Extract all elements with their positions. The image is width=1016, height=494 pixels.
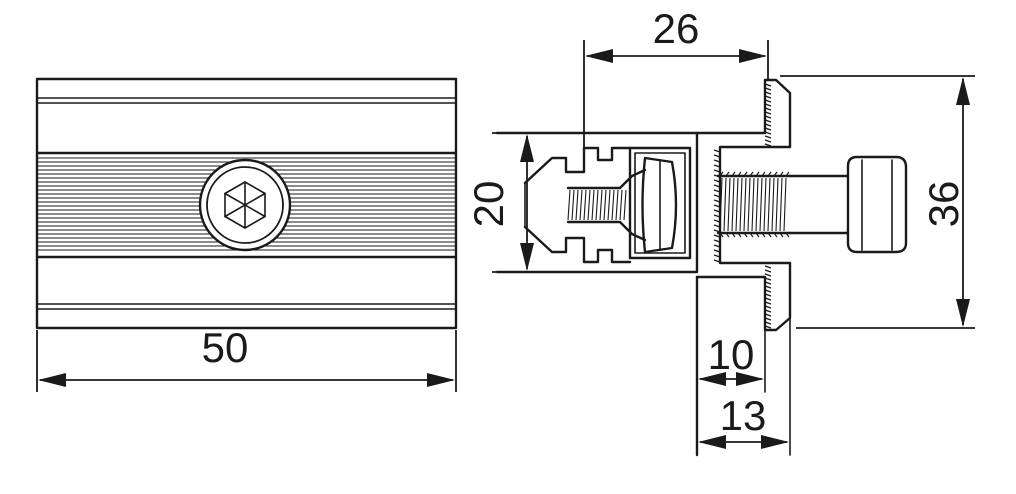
- dimension-50: 50: [36, 324, 457, 392]
- hex-socket-icon: [224, 181, 266, 229]
- screw-head: [198, 158, 292, 252]
- dimension-label-26: 26: [653, 5, 700, 52]
- dimension-label-50: 50: [202, 324, 249, 371]
- bolt-thread-right: [719, 171, 790, 238]
- serrations: [713, 83, 772, 329]
- bolt-thread-left: [567, 189, 627, 221]
- dimension-26: 26: [583, 5, 769, 148]
- dimension-10: 10: [698, 331, 764, 386]
- dimension-20: 20: [465, 132, 545, 273]
- clamp-side-view: [495, 78, 908, 457]
- dimension-label-20: 20: [465, 181, 512, 228]
- bolt-head: [846, 155, 908, 254]
- dimension-13: 13: [698, 392, 789, 449]
- dimension-label-36: 36: [920, 181, 967, 228]
- clamp-top-view: [35, 77, 458, 330]
- dimension-label-13: 13: [720, 392, 767, 439]
- dimension-36: 36: [780, 75, 975, 329]
- dimension-label-10: 10: [708, 331, 755, 378]
